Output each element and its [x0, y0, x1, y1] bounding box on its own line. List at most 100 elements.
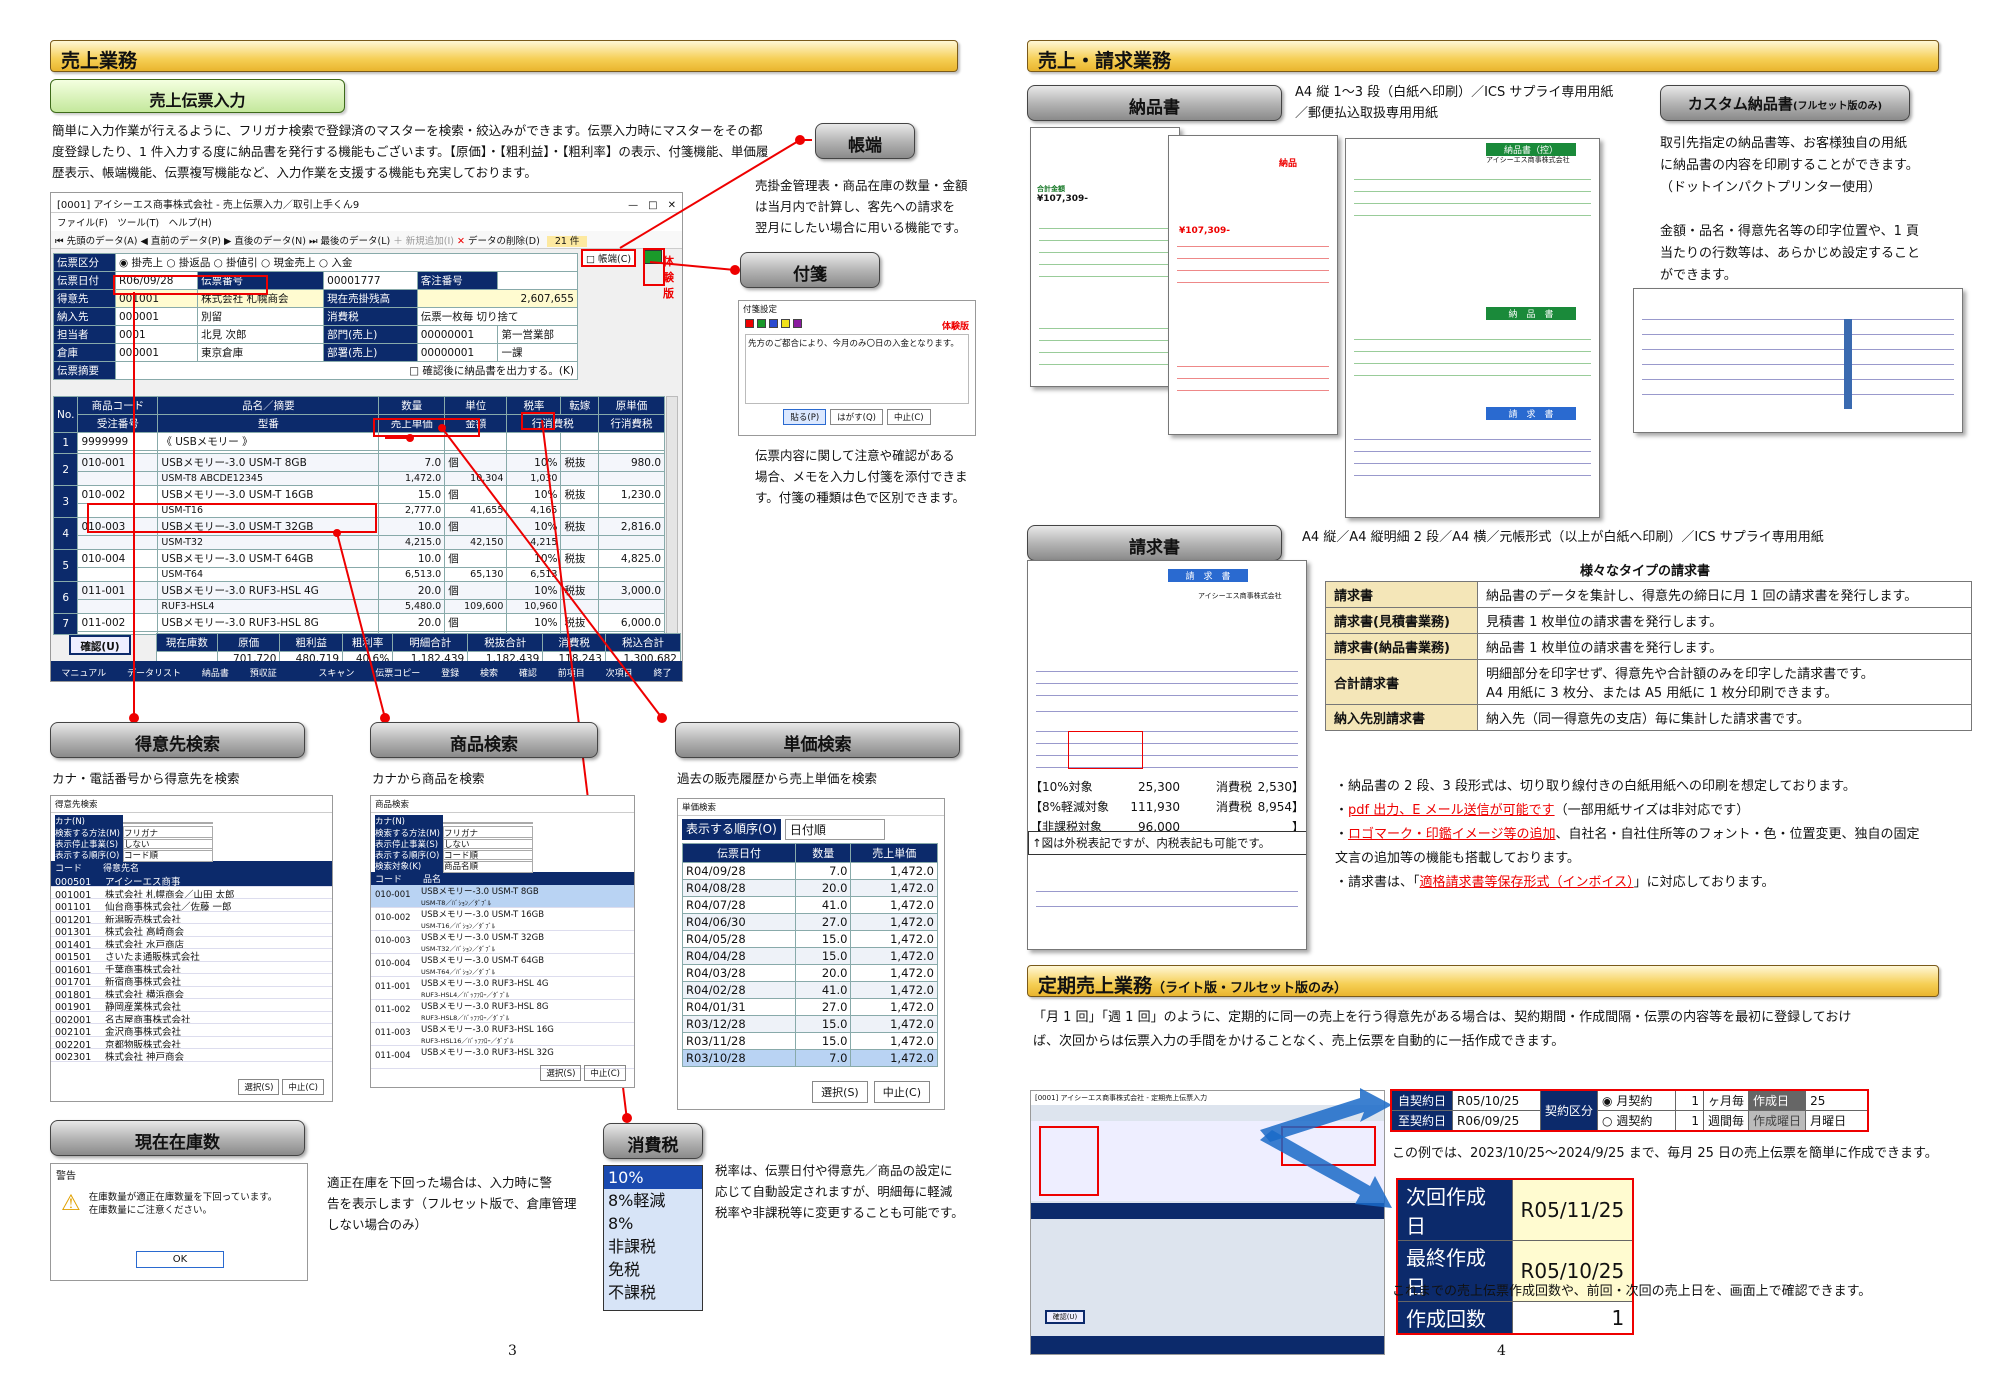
fusen-green-swatch[interactable] [757, 319, 766, 328]
menu-help[interactable]: ヘルプ(H) [168, 218, 212, 229]
search-field-row[interactable]: 表示する順序(O)コード順 [55, 848, 328, 862]
search-field-row[interactable]: 表示停止事業(S)しない [55, 837, 328, 851]
fkey-12[interactable]: 次項目 [605, 669, 633, 679]
slip-number-field[interactable]: 00001777 [323, 271, 418, 290]
search-field-row[interactable]: 表示停止事業(S)しない [375, 837, 630, 851]
search-field-row[interactable]: 検索する方法(M)フリガナ [375, 826, 630, 840]
product-cancel-button[interactable]: 中止(C) [584, 1065, 626, 1081]
next-record-button[interactable]: ▶ 直後のデータ(N) [224, 236, 306, 247]
fkey-13[interactable]: 終了 [653, 669, 672, 679]
confirm-button[interactable]: 確認(U) [69, 635, 131, 655]
print-after-confirm-checkbox[interactable]: □ 確認後に納品書を出力する。(K) [115, 361, 578, 380]
warehouse-code-field[interactable]: 000001 [114, 343, 199, 362]
fkey-1[interactable]: マニュアル [61, 669, 107, 679]
creation-day-field[interactable]: 25 [1805, 1089, 1869, 1111]
fkey-2[interactable]: データリスト [127, 669, 182, 679]
weekly-radio[interactable]: ○ 週契約 [1597, 1110, 1677, 1132]
fkey-8[interactable]: 登録 [441, 669, 460, 679]
search-field-row[interactable]: 検索対象(K)商品名順 [375, 859, 630, 873]
fkey-4[interactable]: 預収証 [249, 669, 277, 679]
contract-start-field[interactable]: R05/10/25 [1452, 1089, 1542, 1111]
fusen-attach-button[interactable]: 貼る(P) [783, 409, 827, 425]
customer-cancel-button[interactable]: 中止(C) [282, 1079, 324, 1095]
first-record-button[interactable]: ⏮ 先頭のデータ(A) [55, 236, 138, 247]
fusen-remove-button[interactable]: はがす(Q) [830, 409, 883, 425]
prev-record-button[interactable]: ◀ 直前のデータ(P) [140, 236, 222, 247]
fusen-purple-swatch[interactable] [793, 319, 802, 328]
fusen-blue-swatch[interactable] [769, 319, 778, 328]
contract-end-field[interactable]: R06/09/25 [1452, 1110, 1542, 1132]
search-field-row[interactable]: 検索する方法(M)フリガナ [55, 826, 328, 840]
fusen-cancel-button[interactable]: 中止(C) [887, 409, 931, 425]
search-field-row[interactable]: 表示する順序(O)コード順 [375, 848, 630, 862]
fusen-red-swatch[interactable] [745, 319, 754, 328]
fkey-3[interactable]: 納品書 [201, 669, 229, 679]
customer-select-button[interactable]: 選択(S) [238, 1079, 280, 1095]
search-field-row[interactable]: カナ(N) [55, 815, 328, 827]
monthly-radio[interactable]: ◉ 月契約 [1597, 1089, 1677, 1111]
fkey-11[interactable]: 前項目 [557, 669, 585, 679]
product-select-button[interactable]: 選択(S) [540, 1065, 582, 1081]
fkey-10[interactable]: 確認 [518, 669, 537, 679]
price-cancel-button[interactable]: 中止(C) [873, 1081, 930, 1103]
tax-option[interactable]: 8%軽減 [608, 1191, 666, 1210]
search-field-row[interactable]: カナ(N) [375, 815, 630, 827]
chouha-checkbox[interactable]: □ 帳端(C) [581, 249, 637, 267]
fkey-7[interactable]: 伝票コピー [375, 669, 421, 679]
fkey-6[interactable]: スキャン [318, 669, 355, 679]
menu-file[interactable]: ファイル(F) [57, 218, 108, 229]
fusen-memo-field[interactable]: 先方のご都合により、今月のみ〇日の入金となります。 [745, 334, 969, 404]
add-record-button[interactable]: ＋ 新規追加(I) [393, 236, 455, 247]
tax-option[interactable]: 8% [608, 1214, 634, 1233]
stock-ok-button[interactable]: OK [136, 1251, 224, 1268]
menu-tool[interactable]: ツール(T) [117, 218, 160, 229]
tax-option[interactable]: 10% [604, 1166, 702, 1189]
tax-option[interactable]: 非課税 [608, 1237, 657, 1256]
price-order-select[interactable]: 日付順 [784, 819, 885, 840]
delete-record-button[interactable]: ✕ データの削除(D) [457, 236, 540, 247]
slip-type-radio[interactable]: ◉ 掛売上 ○ 掛返品 ○ 掛値引 ○ 現金売上 ○ 入金 [115, 253, 578, 272]
last-record-button[interactable]: ⏭ 最後のデータ(L) [308, 236, 391, 247]
fusen-yellow-swatch[interactable] [781, 319, 790, 328]
tax-option[interactable]: 免税 [608, 1260, 641, 1279]
